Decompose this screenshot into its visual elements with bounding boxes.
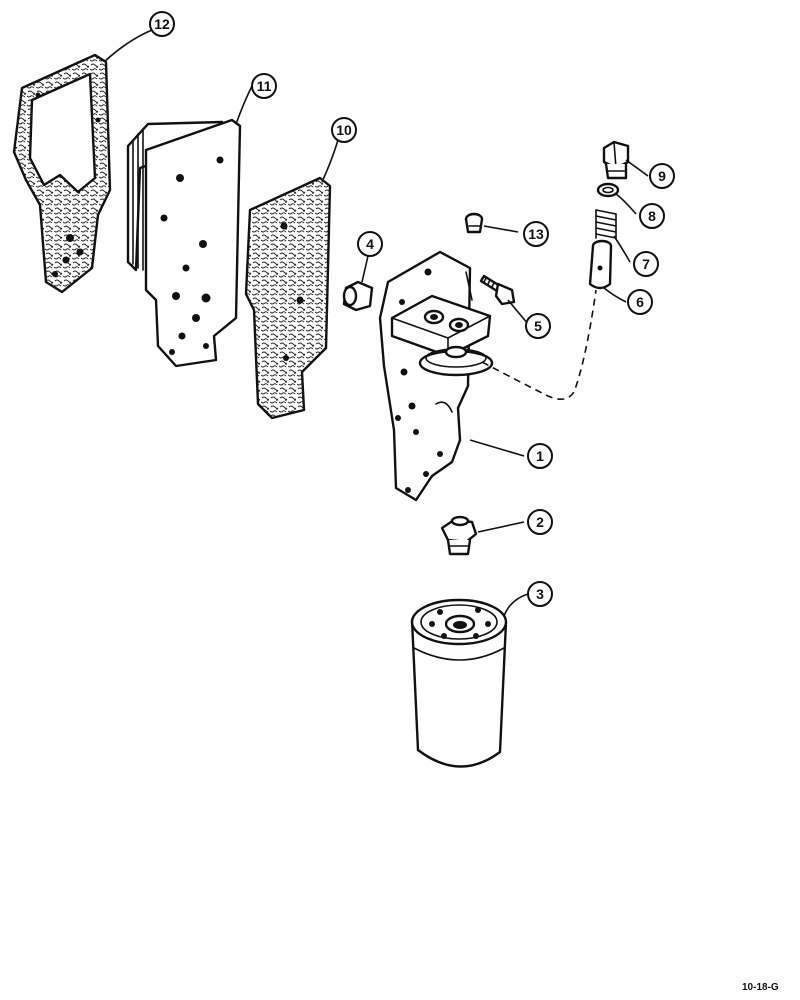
callout-6-label: 6 (636, 294, 644, 310)
callout-11-label: 11 (257, 78, 272, 94)
callout-3: 3 (527, 581, 553, 607)
callout-9-label: 9 (658, 168, 666, 184)
callout-3-label: 3 (536, 586, 544, 602)
spring-part-7 (595, 209, 617, 239)
callout-12-label: 12 (154, 16, 170, 32)
callout-8: 8 (639, 203, 665, 229)
callout-8-label: 8 (648, 208, 656, 224)
leader-lines (103, 29, 649, 617)
callout-2: 2 (527, 509, 553, 535)
fitting-part-2 (440, 515, 478, 556)
callout-4: 4 (357, 231, 383, 257)
oil-cooler-core-part-11 (126, 118, 242, 368)
callout-4-label: 4 (366, 236, 374, 252)
callout-6: 6 (627, 289, 653, 315)
callout-10-label: 10 (336, 122, 352, 138)
callout-5: 5 (525, 313, 551, 339)
valve-plunger-part-6 (588, 239, 613, 290)
plug-part-4 (342, 280, 374, 312)
callout-5-label: 5 (534, 318, 542, 334)
figure-code: 10-18-G (742, 982, 779, 993)
callout-13-label: 13 (528, 226, 544, 242)
gasket-outline-part-12 (12, 53, 112, 294)
callout-10: 10 (331, 117, 357, 143)
callout-7-label: 7 (642, 256, 650, 272)
callout-2-label: 2 (536, 514, 544, 530)
callout-13: 13 (523, 221, 549, 247)
callout-1-label: 1 (536, 448, 544, 464)
callout-11: 11 (251, 73, 277, 99)
cap-plug-part-9 (602, 140, 630, 180)
callout-12: 12 (149, 11, 175, 37)
gasket-part-10 (244, 176, 332, 420)
oil-filter-part-3 (410, 598, 508, 768)
callout-7: 7 (633, 251, 659, 277)
washer-part-8 (596, 182, 620, 198)
callout-9: 9 (649, 163, 675, 189)
callout-1: 1 (527, 443, 553, 469)
alignment-dashed-line (481, 289, 597, 400)
filter-head-part-1 (378, 250, 494, 502)
small-plug-part-13 (464, 212, 484, 234)
bolt-part-5 (479, 274, 516, 306)
